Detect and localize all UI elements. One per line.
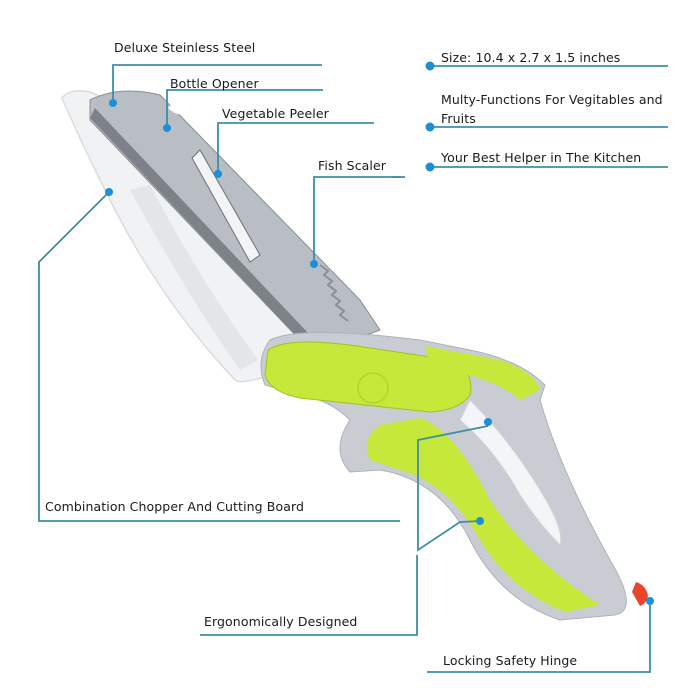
cutting-board <box>61 90 321 383</box>
safety-hinge-lock <box>632 582 648 606</box>
label-size: Size: 10.4 x 2.7 x 1.5 inches <box>441 50 621 65</box>
label-fish-scaler: Fish Scaler <box>318 158 387 173</box>
label-ergonomic: Ergonomically Designed <box>204 614 358 629</box>
label-chopper-board: Combination Chopper And Cutting Board <box>45 499 305 514</box>
label-multi-function: Multy-Functions For Vegitables and Fruit… <box>441 92 663 126</box>
label-safety-hinge: Locking Safety Hinge <box>443 653 578 668</box>
handle-green-lever <box>264 341 472 413</box>
label-bottle-opener: Bottle Opener <box>170 76 259 91</box>
handle-green-grip <box>366 418 600 612</box>
callout-lines <box>38 64 668 673</box>
label-vegetable-peeler: Vegetable Peeler <box>222 106 329 121</box>
label-deluxe-steel: Deluxe Steinless Steel <box>114 40 256 55</box>
label-best-helper: Your Best Helper in The Kitchen <box>441 150 642 165</box>
callout-dots <box>105 61 654 605</box>
